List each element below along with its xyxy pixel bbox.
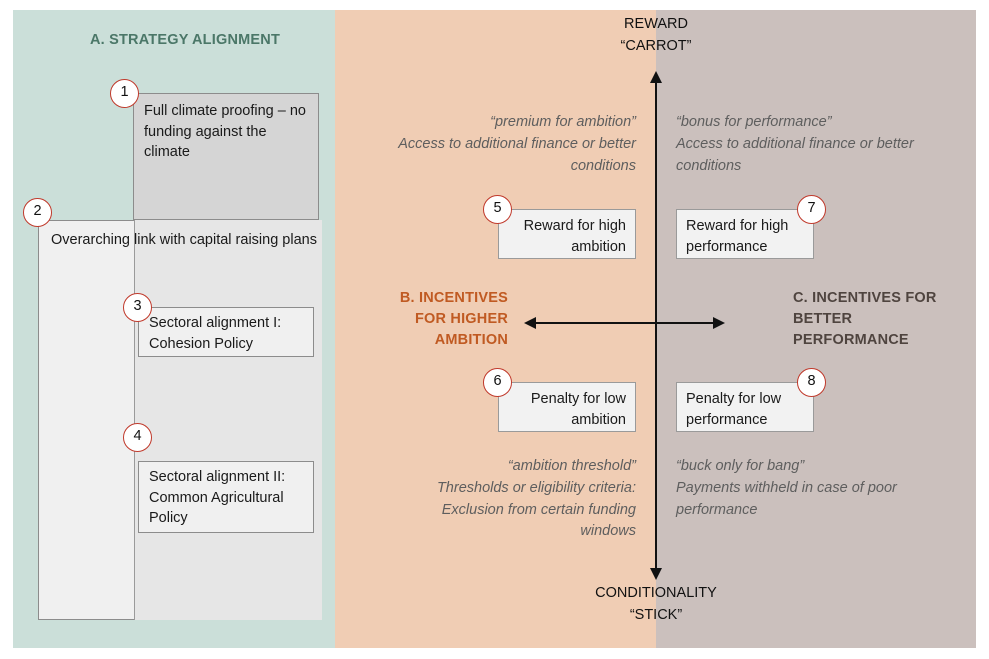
quadrant-box-5: Reward for high ambition <box>498 209 636 259</box>
quadrant-text-top-right: “bonus for performance” Access to additi… <box>676 112 916 177</box>
strategy-box-3-label: Sectoral alignment I: Cohesion Policy <box>149 315 282 352</box>
axis-label-reward-line1: REWARD <box>624 16 688 32</box>
badge-1: 1 <box>110 79 139 108</box>
axis-label-conditionality: CONDITIONALITY “STICK” <box>546 583 766 627</box>
quadrant-text-bottom-left: “ambition threshold” Thresholds or eligi… <box>398 456 636 543</box>
strategy-box-4-label: Sectoral alignment II: Common Agricultur… <box>149 469 286 527</box>
quadrant-box-7-label: Reward for high performance <box>686 218 789 255</box>
panel-better-performance <box>656 10 976 648</box>
quadrant-box-6: Penalty for low ambition <box>498 382 636 432</box>
axis-label-conditionality-line2: “STICK” <box>629 606 683 623</box>
strategy-box-2: Overarching link with capital raising pl… <box>38 220 322 620</box>
strategy-box-3: Sectoral alignment I: Cohesion Policy <box>138 307 314 357</box>
badge-3: 3 <box>123 293 152 322</box>
badge-4: 4 <box>123 423 152 452</box>
quadrant-text-top-left-body: Access to additional finance or better c… <box>398 135 636 174</box>
arrow-down-icon <box>650 568 662 580</box>
badge-7: 7 <box>797 195 826 224</box>
section-title-strategy-alignment: A. STRATEGY ALIGNMENT <box>89 32 281 48</box>
strategy-box-1-label: Full climate proofing – no funding again… <box>144 103 306 161</box>
strategy-box-2-inner-column <box>134 220 322 620</box>
strategy-box-1: Full climate proofing – no funding again… <box>133 93 319 220</box>
badge-6: 6 <box>483 368 512 397</box>
quadrant-box-8: Penalty for low performance <box>676 382 814 432</box>
quadrant-text-top-left: “premium for ambition” Access to additio… <box>398 112 636 177</box>
quadrant-box-6-label: Penalty for low ambition <box>530 391 626 428</box>
quadrant-text-top-left-heading: “premium for ambition” <box>490 114 636 130</box>
quadrant-text-bottom-right-body: Payments withheld in case of poor perfor… <box>676 479 897 518</box>
quadrant-text-top-right-body: Access to additional finance or better c… <box>676 135 914 174</box>
strategy-box-4: Sectoral alignment II: Common Agricultur… <box>138 461 314 533</box>
quadrant-text-bottom-left-body: Thresholds or eligibility criteria: Excl… <box>436 479 636 540</box>
arrow-up-icon <box>650 71 662 83</box>
vertical-axis-line <box>655 80 657 572</box>
quadrant-text-bottom-right-heading: “buck only for bang” <box>676 458 805 474</box>
horizontal-axis-line <box>533 322 722 324</box>
quadrant-text-bottom-right: “buck only for bang” Payments withheld i… <box>676 456 916 521</box>
badge-8: 8 <box>797 368 826 397</box>
section-title-higher-ambition: B. INCENTIVES FOR HIGHER AMBITION <box>399 290 508 349</box>
quadrant-text-top-right-heading: “bonus for performance” <box>676 114 832 130</box>
section-title-better-performance: C. INCENTIVES FOR BETTER PERFORMANCE <box>793 290 937 349</box>
quadrant-box-8-label: Penalty for low performance <box>686 391 782 428</box>
badge-2: 2 <box>23 198 52 227</box>
arrow-left-icon <box>524 317 536 329</box>
quadrant-text-bottom-left-heading: “ambition threshold” <box>507 458 636 474</box>
axis-label-reward: REWARD “CARROT” <box>546 14 766 58</box>
panel-higher-ambition <box>335 10 656 648</box>
arrow-right-icon <box>713 317 725 329</box>
axis-label-reward-line2: “CARROT” <box>620 37 692 54</box>
quadrant-box-7: Reward for high performance <box>676 209 814 259</box>
quadrant-box-5-label: Reward for high ambition <box>523 218 626 255</box>
axis-label-conditionality-line1: CONDITIONALITY <box>595 585 717 601</box>
strategy-box-2-label: Overarching link with capital raising pl… <box>51 232 317 248</box>
badge-5: 5 <box>483 195 512 224</box>
